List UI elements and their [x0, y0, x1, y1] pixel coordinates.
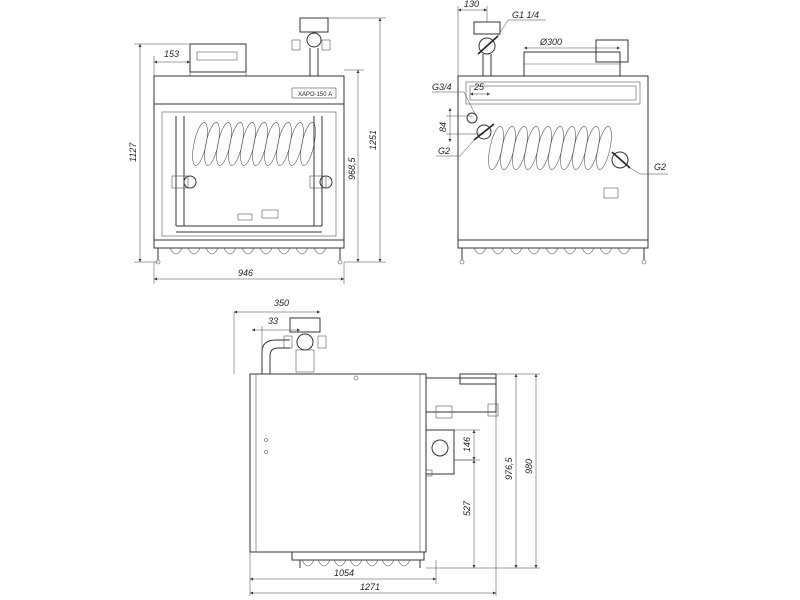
burner-nozzle [473, 247, 487, 255]
coil-loop [584, 126, 600, 170]
coil-loop [252, 122, 268, 166]
burner-nozzle [187, 247, 201, 255]
burner-nozzle [223, 247, 237, 255]
coil-loop [300, 122, 316, 166]
coil-loop [548, 126, 564, 170]
burner-row [169, 247, 327, 255]
dim-976: 976,5 [504, 456, 514, 480]
rear-view: 130 G1 1/4 Ø300 G3/4 25 84 G2 G2 [432, 0, 668, 265]
dim-527: 527 [462, 500, 472, 516]
dim-width-946: 946 [238, 268, 253, 278]
burner-nozzle [527, 247, 541, 255]
burner-nozzle [169, 247, 183, 255]
burner-nozzle [241, 247, 255, 255]
coil-loop [276, 122, 292, 166]
coil-loop [536, 126, 552, 170]
burner-nozzle [581, 247, 595, 255]
burner-nozzle [509, 247, 523, 255]
dim-height-1251: 1251 [368, 130, 378, 150]
side-casing [249, 373, 427, 553]
coil-loop [264, 122, 280, 166]
burner-nozzle [313, 247, 327, 255]
dim-offset-153: 153 [164, 49, 179, 59]
rear-burner-row [473, 247, 631, 255]
coil-loop [572, 126, 588, 170]
thread-g2-left-label: G2 [438, 146, 450, 156]
burner-nozzle [259, 247, 273, 255]
coil-loop [560, 126, 576, 170]
dim-350: 350 [274, 298, 289, 308]
burner-nozzle [617, 247, 631, 255]
coil-loop [216, 122, 232, 166]
burner-nozzle [205, 247, 219, 255]
burner-nozzle [545, 247, 559, 255]
burner-nozzle [301, 559, 315, 567]
coil-loop [192, 122, 208, 166]
dim-height-968: 968,5 [347, 156, 357, 180]
burner-nozzle [563, 247, 577, 255]
thread-g114-label: G1 1/4 [512, 10, 539, 20]
coil-loop [512, 126, 528, 170]
outlet-g2-circle [476, 124, 492, 140]
boiler-casing [153, 75, 345, 241]
burner-nozzle [365, 559, 379, 567]
burner-nozzle [491, 247, 505, 255]
dim-offset-130: 130 [464, 0, 479, 9]
control-box [189, 43, 247, 73]
dim-dia-300: Ø300 [539, 37, 562, 47]
burner-nozzle [317, 559, 331, 567]
dim-84: 84 [438, 122, 448, 132]
dim-33: 33 [268, 316, 278, 326]
return-g2-circle [611, 151, 629, 169]
dim-146: 146 [462, 437, 472, 452]
thread-g34-label: G3/4 [432, 82, 452, 92]
coil-loop [204, 122, 220, 166]
nameplate-label: ХАРО-150 А [298, 92, 332, 98]
dim-1271: 1271 [360, 582, 380, 592]
coil-loop [500, 126, 516, 170]
coil-loop [524, 126, 540, 170]
burner-nozzle [381, 559, 395, 567]
burner-nozzle [599, 247, 613, 255]
dim-1054: 1054 [334, 568, 354, 578]
rear-heat-exchanger-coils [488, 126, 612, 170]
coil-loop [240, 122, 256, 166]
thread-g2-right-label: G2 [654, 162, 666, 172]
inlet-g114-circle [478, 37, 496, 55]
coil-loop [288, 122, 304, 166]
coil-loop [488, 126, 504, 170]
dim-980: 980 [524, 459, 534, 474]
burner-nozzle [295, 247, 309, 255]
coil-loop [596, 126, 612, 170]
dim-25: 25 [473, 82, 485, 92]
burner-nozzle [333, 559, 347, 567]
burner-nozzle [397, 559, 411, 567]
side-burner-row [301, 559, 411, 567]
burner-nozzle [277, 247, 291, 255]
coil-loop [228, 122, 244, 166]
front-view: ХАРО-150 А 946 1127 [128, 17, 386, 284]
dim-height-1127: 1127 [128, 142, 138, 162]
heat-exchanger-coils [192, 122, 316, 166]
side-view: 350 33 146 527 976,5 980 1054 1271 [233, 298, 540, 596]
burner-nozzle [349, 559, 363, 567]
